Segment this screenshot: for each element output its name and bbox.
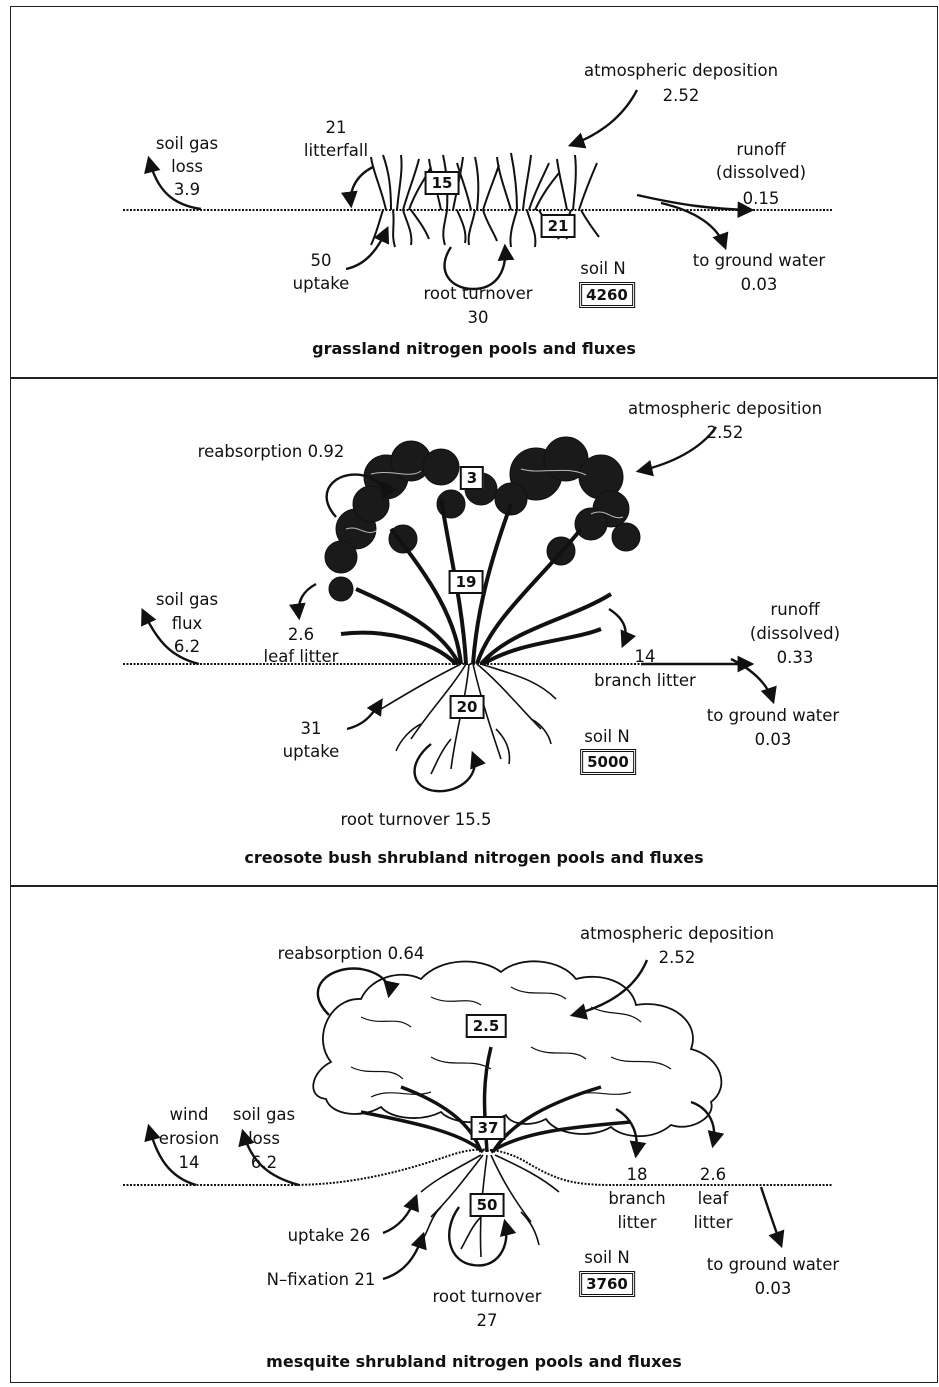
runoff-label: runoff	[736, 138, 785, 162]
soil-gas-label-2: flux	[172, 612, 203, 636]
atm-deposition-value: 2.52	[659, 946, 696, 970]
root-turnover-label: root turnover	[424, 282, 533, 306]
atm-deposition-value: 2.52	[707, 421, 744, 445]
uptake-arrow	[346, 229, 387, 269]
soil-gas-label: soil gas	[233, 1103, 295, 1127]
creosote-roots	[381, 664, 556, 774]
n-fixation-arrow	[383, 1235, 423, 1279]
soil-gas-value: 6.2	[174, 635, 200, 659]
litterfall-value: 21	[326, 116, 347, 140]
ground-water-label: to ground water	[707, 704, 839, 728]
branch-litter-value: 14	[635, 645, 656, 669]
grassland-caption: grassland nitrogen pools and fluxes	[11, 339, 937, 358]
root-turnover-value: 30	[468, 306, 489, 330]
uptake-value: 31	[301, 717, 322, 741]
stem-pool: 19	[449, 570, 484, 594]
litterfall-label: litterfall	[304, 139, 368, 163]
leaf-litter-value: 2.6	[288, 623, 314, 647]
atm-deposition-arrow	[639, 427, 716, 471]
reabsorption-label: reabsorption 0.92	[198, 440, 345, 464]
wind-erosion-value: 14	[179, 1151, 200, 1175]
root-pool: 21	[541, 214, 576, 238]
mesquite-panel: atmospheric deposition 2.52 reabsorption…	[10, 886, 938, 1383]
soil-gas-label: soil gas	[156, 132, 218, 156]
stem-pool: 37	[471, 1116, 506, 1140]
litterfall-arrow	[351, 167, 373, 205]
ground-water-value: 0.03	[755, 728, 792, 752]
branch-litter-label-2: litter	[617, 1211, 656, 1235]
root-pool: 20	[450, 695, 485, 719]
uptake-label: uptake	[293, 272, 350, 296]
soil-n-pool: 5000	[580, 749, 636, 775]
grassland-panel: atmospheric deposition 2.52 21 litterfal…	[10, 6, 938, 378]
atm-deposition-arrow	[571, 90, 637, 145]
mesquite-canopy	[313, 961, 721, 1136]
leaf-litter-arrow	[299, 584, 316, 617]
soil-n-label: soil N	[580, 257, 625, 281]
leaf-pool: 2.5	[466, 1014, 507, 1038]
atm-deposition-label: atmospheric deposition	[628, 397, 822, 421]
creosote-caption: creosote bush shrubland nitrogen pools a…	[11, 848, 937, 867]
branch-litter-label: branch	[608, 1187, 665, 1211]
ground-water-label: to ground water	[707, 1253, 839, 1277]
soil-n-pool: 4260	[579, 282, 635, 308]
wind-erosion-label: wind	[169, 1103, 208, 1127]
branch-litter-label: branch litter	[594, 669, 696, 693]
uptake-arrow	[347, 701, 381, 729]
atm-deposition-label: atmospheric deposition	[584, 59, 778, 83]
creosote-flux-arrows	[143, 427, 773, 791]
runoff-value: 0.15	[743, 187, 780, 211]
uptake-arrow	[383, 1197, 416, 1233]
soil-gas-label-2: loss	[171, 155, 203, 179]
runoff-label: runoff	[770, 598, 819, 622]
soil-gas-label: soil gas	[156, 588, 218, 612]
soil-gas-label-2: loss	[248, 1127, 280, 1151]
runoff-arrow	[637, 195, 751, 210]
runoff-label-2: (dissolved)	[750, 622, 840, 646]
root-turnover-arrow	[415, 744, 475, 791]
branch-litter-value: 18	[627, 1163, 648, 1187]
uptake-label: uptake 26	[288, 1224, 371, 1248]
creosote-panel: atmospheric deposition 2.52 reabsorption…	[10, 378, 938, 886]
leaf-litter-label: leaf litter	[264, 645, 339, 669]
ground-water-value: 0.03	[755, 1277, 792, 1301]
soil-n-label: soil N	[584, 725, 629, 749]
uptake-label: uptake	[283, 740, 340, 764]
ground-water-value: 0.03	[741, 273, 778, 297]
leaf-litter-value: 2.6	[700, 1163, 726, 1187]
branch-litter-arrow	[609, 609, 626, 645]
soil-gas-value: 3.9	[174, 178, 200, 202]
ground-water-arrow	[761, 1187, 781, 1245]
atm-deposition-value: 2.52	[663, 84, 700, 108]
ground-line	[123, 1150, 833, 1185]
soil-n-pool: 3760	[579, 1271, 635, 1297]
root-turnover-label: root turnover	[433, 1285, 542, 1309]
ground-water-arrow	[731, 659, 773, 701]
root-turnover-value: 27	[477, 1309, 498, 1333]
atm-deposition-label: atmospheric deposition	[580, 922, 774, 946]
root-turnover-label: root turnover 15.5	[341, 808, 492, 832]
leaf-litter-label: leaf	[698, 1187, 729, 1211]
aboveground-pool: 15	[425, 171, 460, 195]
ground-water-label: to ground water	[693, 249, 825, 273]
n-fixation-label: N–fixation 21	[267, 1268, 376, 1292]
root-pool: 50	[470, 1193, 505, 1217]
runoff-label-2: (dissolved)	[716, 161, 806, 185]
reabsorption-label: reabsorption 0.64	[278, 942, 425, 966]
soil-gas-value: 6.2	[251, 1151, 277, 1175]
uptake-value: 50	[311, 249, 332, 273]
leaf-pool: 3	[460, 466, 484, 490]
mesquite-caption: mesquite shrubland nitrogen pools and fl…	[11, 1352, 937, 1371]
wind-erosion-label-2: erosion	[159, 1127, 219, 1151]
soil-n-label: soil N	[584, 1246, 629, 1270]
runoff-value: 0.33	[777, 646, 814, 670]
leaf-litter-label-2: litter	[693, 1211, 732, 1235]
